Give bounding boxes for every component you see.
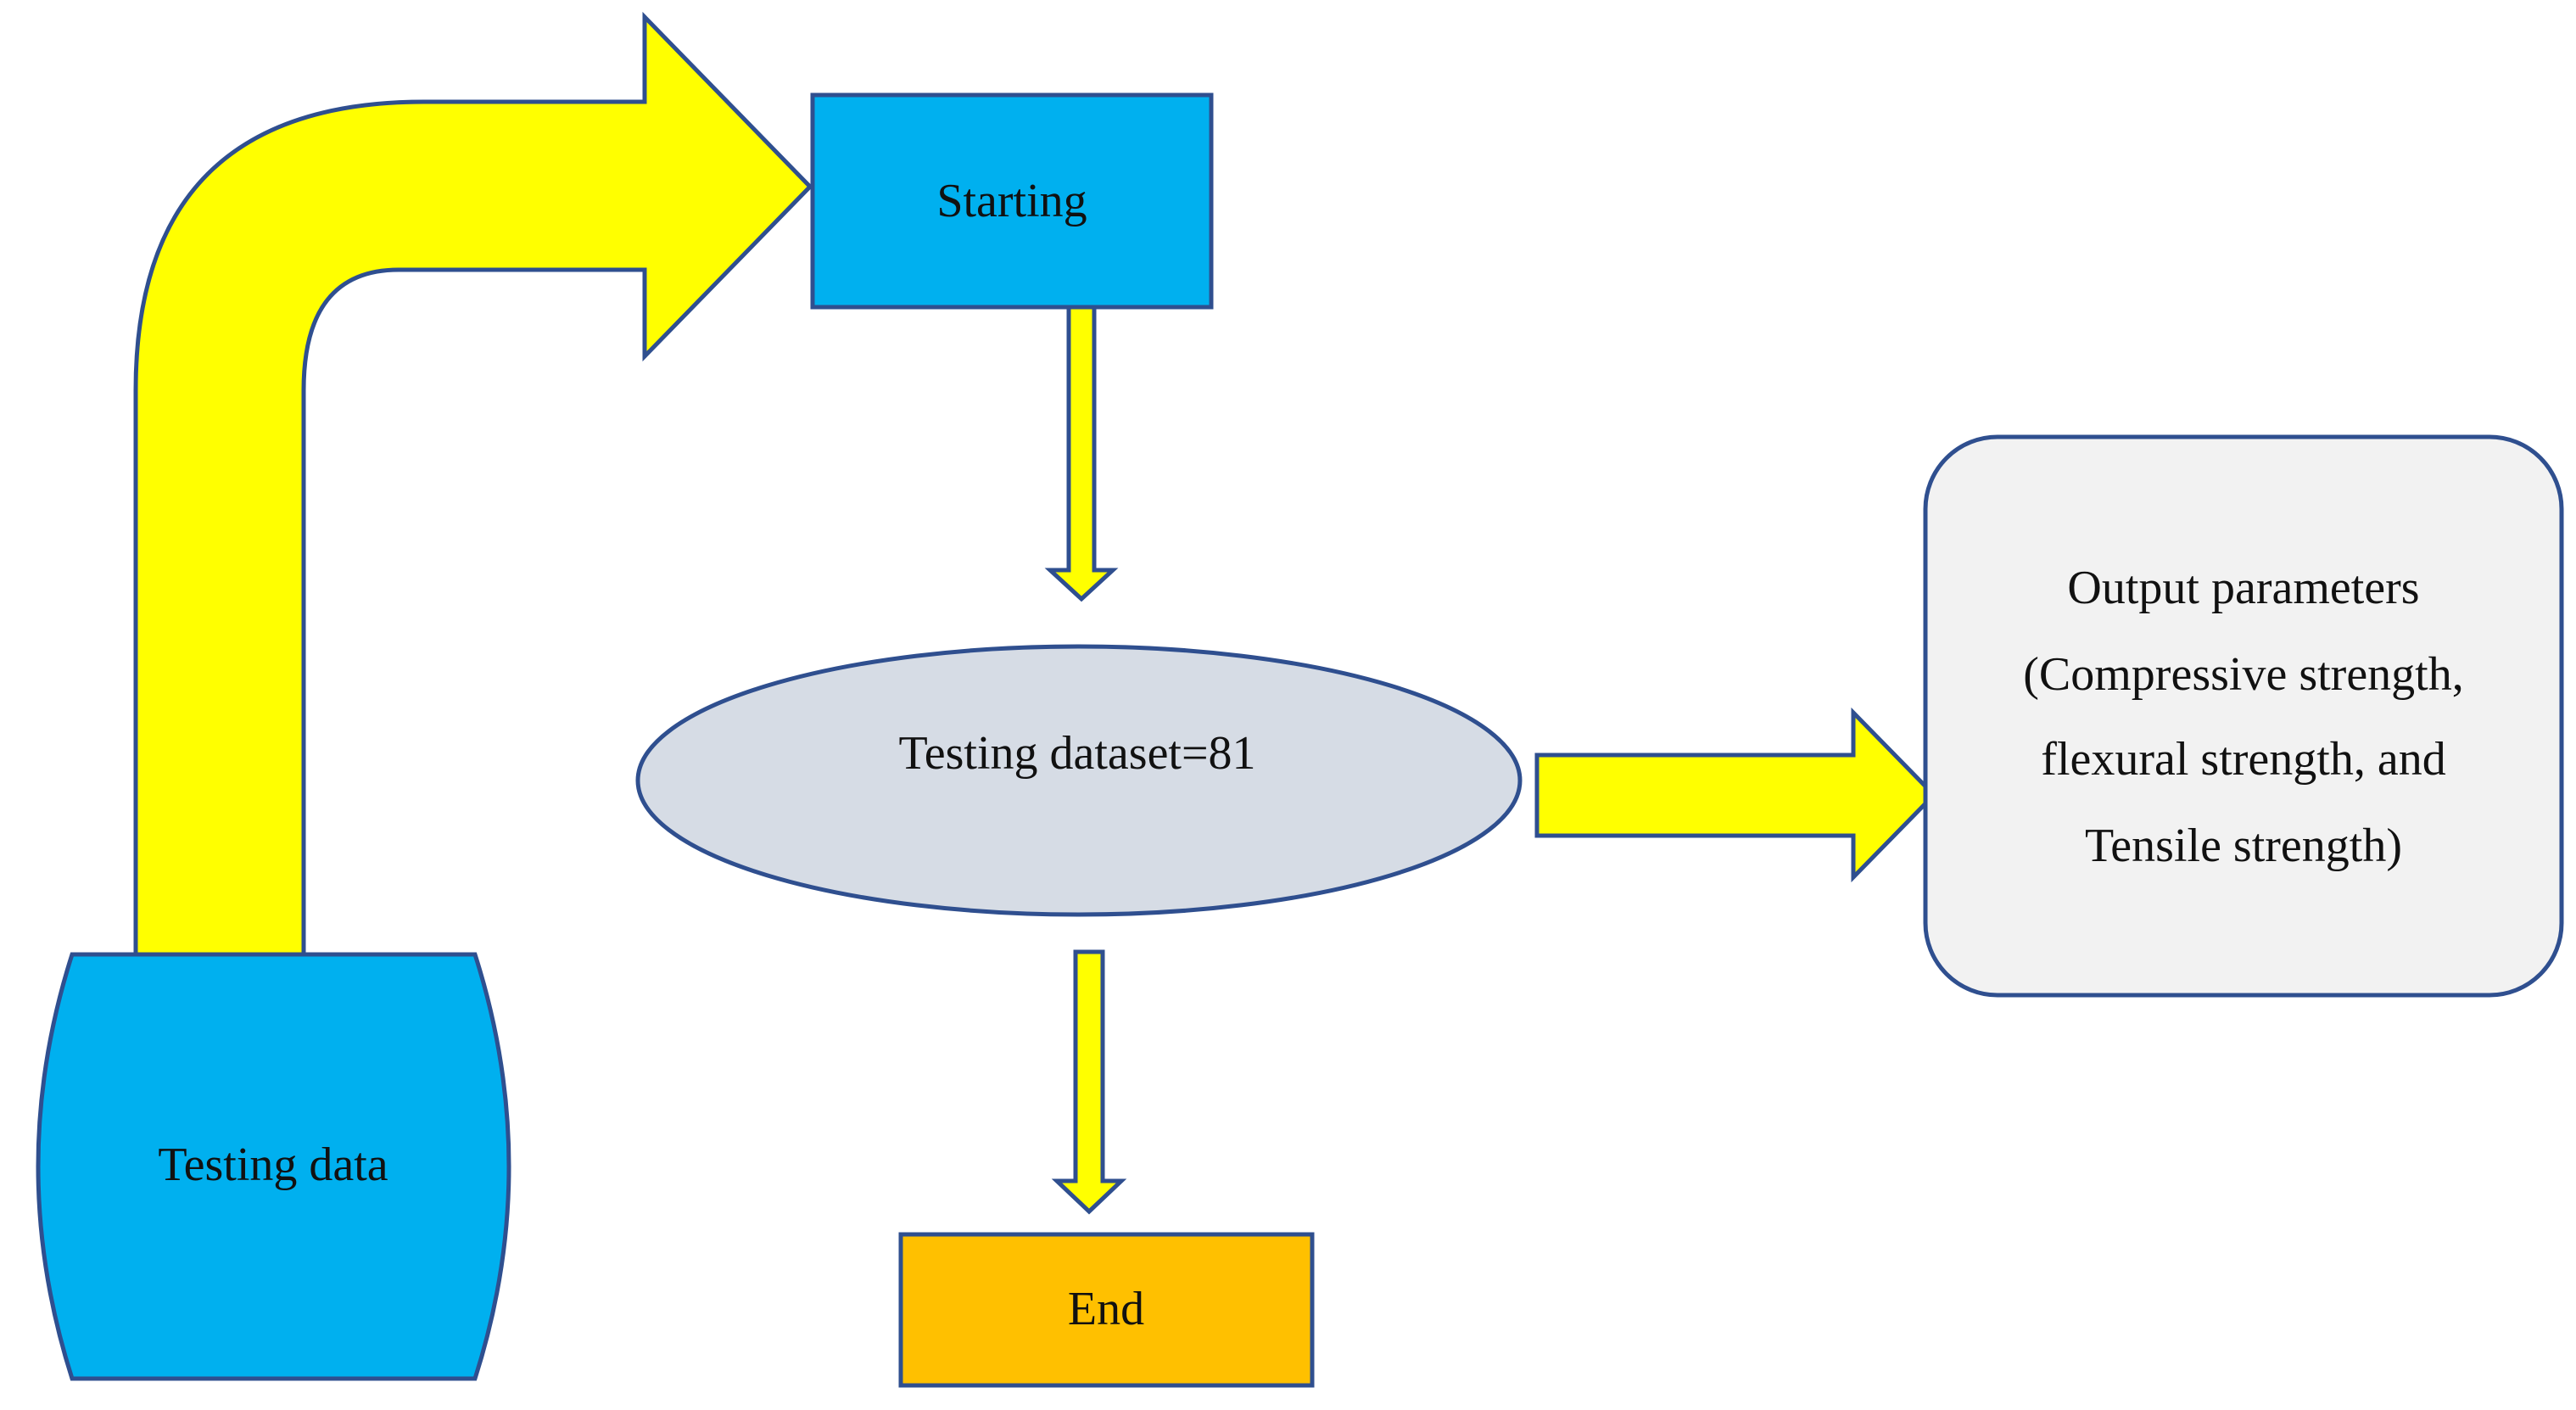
testing-dataset-label: Testing dataset=81 <box>898 727 1255 780</box>
output-parameters-line-1: Output parameters <box>2067 562 2419 614</box>
starting-box <box>810 92 1214 310</box>
end-box <box>898 1232 1315 1388</box>
output-parameters-line-2: (Compressive strength, <box>2023 648 2463 701</box>
curved-arrow-to-starting <box>133 11 813 961</box>
testing-dataset-ellipse <box>635 644 1523 917</box>
starting-label: Starting <box>936 175 1087 227</box>
arrow-dataset-to-end <box>1051 949 1127 1215</box>
output-parameters-line-3: flexural strength, and <box>2041 733 2445 786</box>
output-parameters-line-4: Tensile strength) <box>2085 820 2402 872</box>
testing-data-label: Testing data <box>158 1139 388 1191</box>
testing-data-shape <box>36 952 511 1381</box>
arrow-starting-to-dataset <box>1044 305 1119 602</box>
output-parameters-box <box>1923 434 2564 998</box>
arrow-dataset-to-output <box>1534 707 1937 883</box>
end-label: End <box>1068 1283 1144 1335</box>
